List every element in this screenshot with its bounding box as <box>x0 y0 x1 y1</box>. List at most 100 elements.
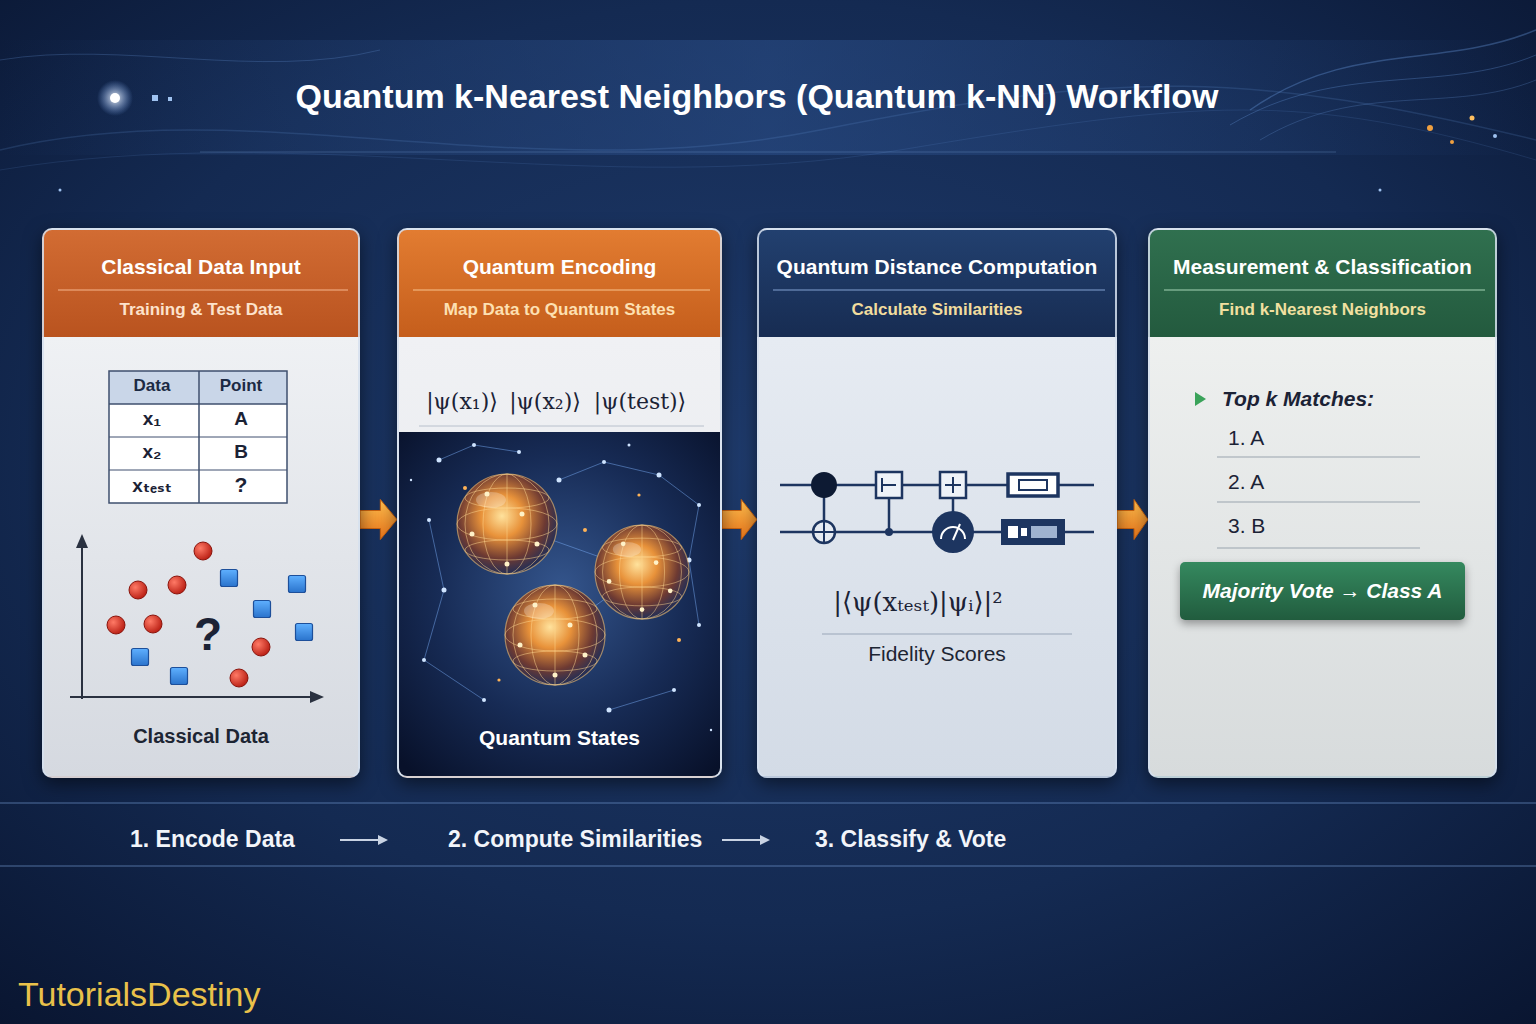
class-b-points <box>221 570 238 587</box>
panel-caption: Classical Data <box>133 725 269 748</box>
quantum-circuit <box>941 527 965 539</box>
star-dots <box>557 478 562 483</box>
decor-dots <box>152 95 158 101</box>
workflow-panel: Measurement & ClassificationFind k-Neare… <box>1148 228 1497 778</box>
title-rule <box>200 152 1336 153</box>
star-dots <box>628 444 631 447</box>
data-table <box>109 403 287 405</box>
table-cell: A <box>234 408 248 430</box>
table-cell: x₂ <box>142 441 161 463</box>
quantum-circuit <box>780 531 1094 534</box>
qubit-spheres <box>505 585 605 685</box>
star-dots <box>427 518 431 522</box>
network-lines <box>604 462 659 475</box>
workflow-panel: Classical Data InputTraining & Test Data… <box>42 228 360 778</box>
match-item: 3. B <box>1228 514 1265 538</box>
glow-dots <box>463 486 681 682</box>
flow-arrow <box>360 500 397 540</box>
match-item: 2. A <box>1228 470 1264 494</box>
quantum-circuit <box>888 498 891 532</box>
step-label: 2. Compute Similarities <box>448 826 702 852</box>
decor-waves <box>0 30 1536 170</box>
star-dots <box>697 623 701 627</box>
star-dots <box>472 443 476 447</box>
classical-data-art <box>58 289 348 291</box>
class-b-points <box>254 601 271 618</box>
list-heading: Top k Matches: <box>1222 387 1374 411</box>
glow-dots <box>497 678 500 681</box>
scatter-axes <box>76 534 88 548</box>
quantum-circuit <box>945 477 961 493</box>
star-dots <box>687 558 692 563</box>
scatter-axes <box>81 542 83 699</box>
qubit-spheres <box>457 474 689 685</box>
panel-subheading: Calculate Similarities <box>851 300 1022 320</box>
table-cell: B <box>234 441 248 463</box>
quantum-circuit <box>823 485 826 532</box>
decor-dots <box>1427 125 1433 131</box>
class-a-points <box>107 542 270 687</box>
data-table <box>109 371 287 404</box>
network-lines <box>555 572 642 635</box>
class-a-points <box>194 542 212 560</box>
decor-dots <box>168 97 172 101</box>
network-lines <box>559 462 604 480</box>
state-ket: |ψ(test)⟩ <box>594 389 686 414</box>
panel-heading: Quantum Encoding <box>463 255 657 279</box>
class-b-points <box>132 649 149 666</box>
quantum-circuit-art <box>773 289 1105 291</box>
quantum-circuit <box>953 524 960 540</box>
decor-waves <box>1250 30 1536 110</box>
glow-dots <box>583 528 587 532</box>
network-lines <box>439 445 474 460</box>
steps-band-line <box>0 802 1536 804</box>
network-lines <box>689 560 699 625</box>
data-table <box>109 437 287 438</box>
plot-question-mark: ? <box>194 608 222 661</box>
class-a-points <box>129 581 147 599</box>
quantum-circuit <box>813 521 835 543</box>
star-dots <box>672 688 676 692</box>
quantum-circuit <box>940 472 966 498</box>
decor-waves <box>1260 80 1536 140</box>
panel-subheading: Map Data to Quantum States <box>444 300 675 320</box>
network-lines <box>609 690 674 710</box>
panel-heading: Classical Data Input <box>101 255 301 279</box>
network-lines <box>689 505 699 560</box>
glow-dots <box>637 493 640 496</box>
vote-result: Majority Vote → Class A <box>1202 579 1442 603</box>
table-header: Point <box>220 376 263 396</box>
network-lines <box>429 520 444 590</box>
quantum-circuit-art <box>822 633 1072 634</box>
list-rules <box>1217 457 1420 548</box>
list-bullet <box>1195 392 1206 406</box>
quantum-circuit <box>885 528 893 536</box>
network-lines <box>424 590 444 660</box>
data-table <box>109 371 287 503</box>
step-arrow <box>378 835 388 845</box>
match-item: 1. A <box>1228 426 1264 450</box>
state-ket: |ψ(x₂)⟩ <box>509 389 581 414</box>
class-a-points <box>252 638 270 656</box>
step-arrow <box>340 839 382 841</box>
quantum-circuit <box>1001 519 1065 545</box>
quantum-circuit <box>952 498 955 512</box>
data-table <box>109 470 287 471</box>
decor-dots <box>1470 116 1475 121</box>
star-dots <box>697 503 701 507</box>
step-label: 1. Encode Data <box>130 826 295 852</box>
decor-dots <box>1493 134 1497 138</box>
panel-subheading: Training & Test Data <box>119 300 282 320</box>
star-dots <box>442 588 447 593</box>
decor-waves <box>1230 55 1536 125</box>
step-arrow <box>722 839 764 841</box>
quantum-circuit <box>876 472 902 498</box>
qubit-spheres <box>595 525 689 619</box>
star-dots <box>657 473 662 478</box>
decor-dots <box>1379 189 1382 192</box>
quantum-encoding-art <box>419 426 704 427</box>
list-rules <box>1217 456 1420 457</box>
classification-art <box>1164 289 1485 291</box>
decor-dots <box>97 80 133 116</box>
